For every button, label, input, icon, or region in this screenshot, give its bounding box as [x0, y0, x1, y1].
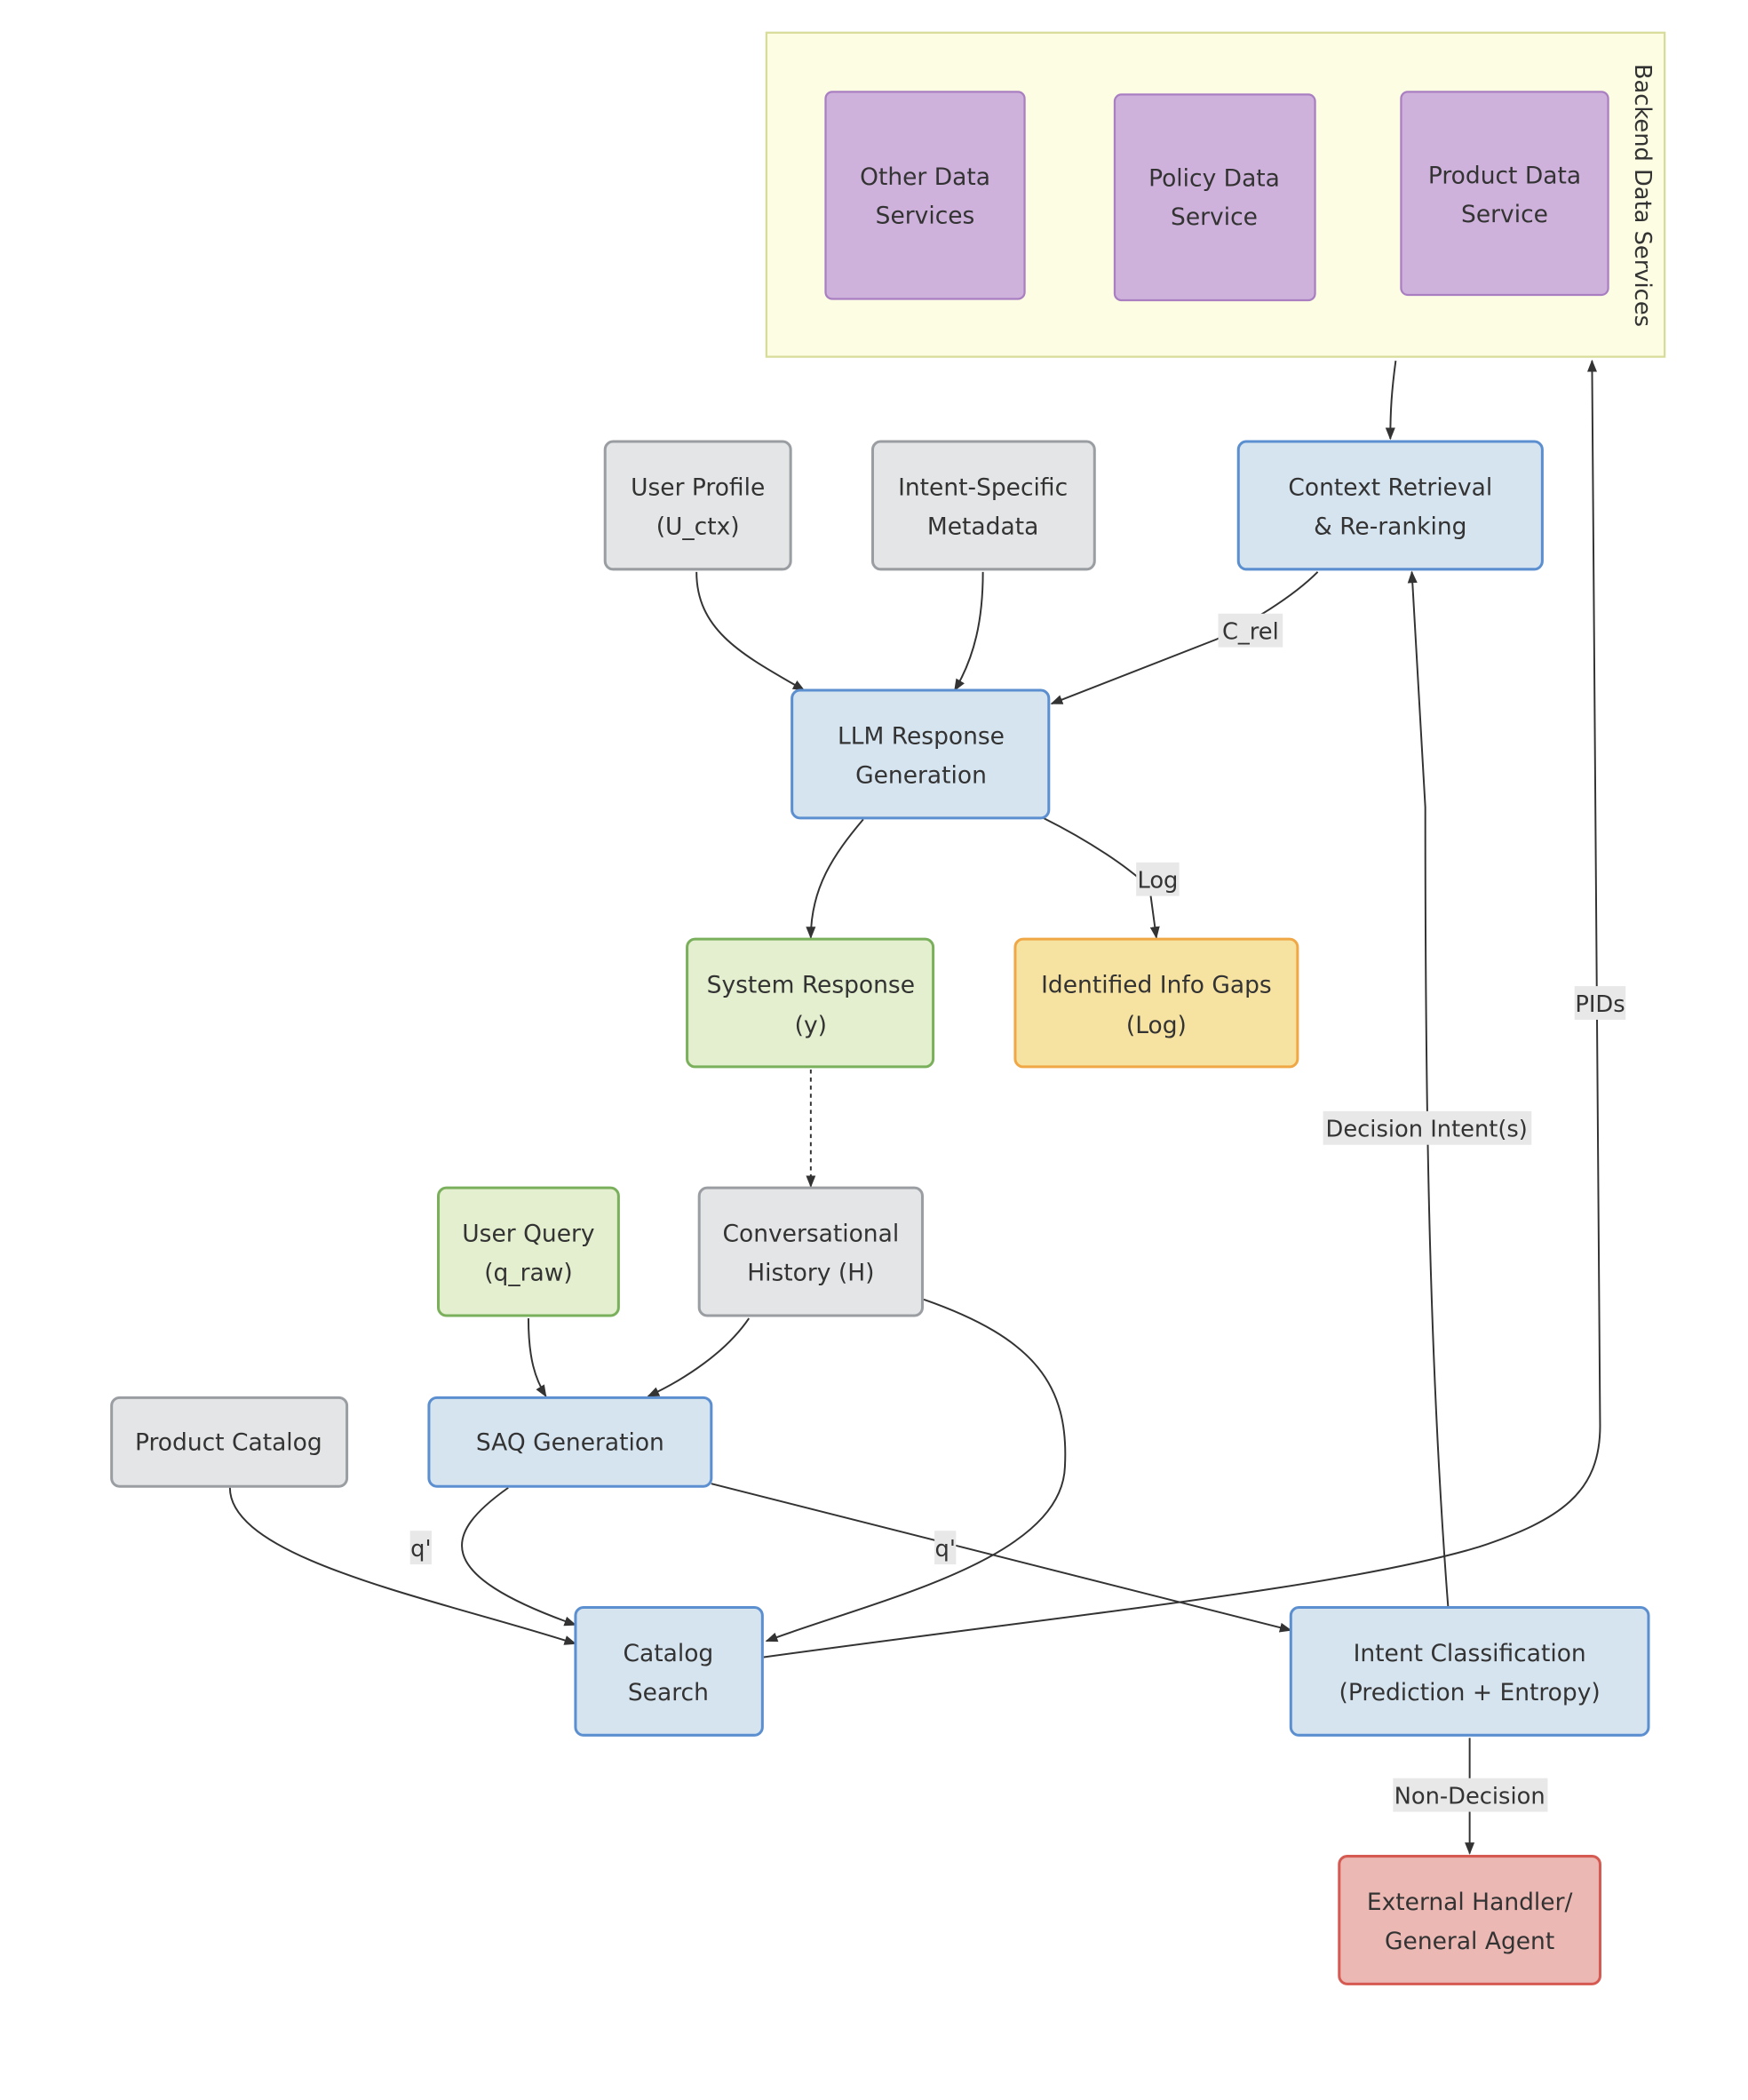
- intent-metadata-node[interactable]: Intent-Specific Metadata: [870, 440, 1096, 571]
- node-label: Intent-Specific: [898, 474, 1068, 502]
- node-label: LLM Response: [838, 723, 1005, 751]
- edge-label-q-prime-intent: q': [935, 1536, 956, 1563]
- edge-label-non-decision: Non-Decision: [1394, 1784, 1545, 1810]
- catalog-search-node[interactable]: Catalog Search: [574, 1605, 764, 1737]
- edge-history-to-saq: [647, 1317, 751, 1397]
- saq-generation-node[interactable]: SAQ Generation: [427, 1396, 713, 1488]
- edge-search-to-backend: [763, 359, 1601, 1659]
- user-profile-node[interactable]: User Profile (U_ctx): [603, 440, 792, 571]
- node-label: Search: [628, 1679, 709, 1706]
- edge-history-to-catalog-search: [765, 1298, 1067, 1643]
- llm-response-node[interactable]: LLM Response Generation: [791, 688, 1051, 820]
- node-label: Metadata: [927, 513, 1038, 540]
- node-label: Identified Info Gaps: [1041, 972, 1272, 999]
- context-retrieval-node[interactable]: Context Retrieval & Re-ranking: [1236, 440, 1544, 571]
- edge-labels: C_rel Log PIDs Decision Intent(s) q' q' …: [409, 613, 1626, 1812]
- node-label: (U_ctx): [656, 513, 740, 540]
- backend-data-services-group: Backend Data Services Other Data Service…: [765, 31, 1666, 358]
- node-label: Generation: [855, 762, 987, 790]
- node-label: Product Data: [1428, 162, 1581, 189]
- edge-profile-to-llm: [695, 571, 806, 691]
- node-label: Catalog: [624, 1640, 714, 1667]
- node-label: User Query: [462, 1221, 594, 1248]
- system-response-node[interactable]: System Response (y): [686, 937, 935, 1069]
- edge-saq-to-search: [461, 1486, 577, 1627]
- node-label: (Prediction + Entropy): [1339, 1679, 1601, 1706]
- external-handler-node[interactable]: External Handler/ General Agent: [1338, 1855, 1601, 1985]
- node-label: History (H): [747, 1260, 874, 1287]
- edge-label-q-prime-search: q': [410, 1536, 431, 1563]
- info-gaps-node[interactable]: Identified Info Gaps (Log): [1013, 937, 1299, 1069]
- policy-data-service-node[interactable]: Policy Data Service: [1113, 93, 1316, 302]
- node-label: User Profile: [631, 474, 765, 502]
- node-label: Services: [876, 203, 975, 230]
- edge-label-decision-intents: Decision Intent(s): [1326, 1117, 1528, 1143]
- node-label: Context Retrieval: [1288, 474, 1492, 502]
- node-label: System Response: [707, 972, 915, 999]
- edge-label-log: Log: [1137, 868, 1178, 895]
- intent-classification-node[interactable]: Intent Classification (Prediction + Entr…: [1289, 1605, 1650, 1737]
- edge-saq-to-intent: [711, 1483, 1292, 1633]
- node-label: Intent Classification: [1354, 1640, 1586, 1667]
- edge-llm-to-response: [806, 818, 864, 939]
- node-label: External Handler/: [1367, 1889, 1573, 1916]
- node-label: General Agent: [1385, 1928, 1554, 1955]
- product-catalog-node[interactable]: Product Catalog: [110, 1396, 349, 1488]
- edge-intent-to-context: [1407, 570, 1450, 1608]
- edge-metadata-to-llm: [953, 571, 984, 692]
- backend-group-title: Backend Data Services: [1629, 64, 1656, 327]
- node-label: (y): [795, 1012, 827, 1039]
- node-label: Policy Data: [1148, 164, 1280, 192]
- node-label: (q_raw): [484, 1260, 573, 1287]
- conversational-history-node[interactable]: Conversational History (H): [697, 1186, 925, 1317]
- edge-backend-to-context: [1385, 361, 1397, 441]
- node-label: Service: [1171, 203, 1258, 231]
- node-label: & Re-ranking: [1314, 513, 1466, 540]
- user-query-node[interactable]: User Query (q_raw): [437, 1186, 620, 1317]
- node-label: SAQ Generation: [476, 1428, 664, 1456]
- other-data-services-node[interactable]: Other Data Services: [824, 91, 1026, 300]
- node-label: Service: [1461, 201, 1548, 228]
- edge-query-to-saq: [527, 1318, 547, 1397]
- edge-product-catalog-to-search: [228, 1487, 577, 1645]
- node-label: Other Data: [860, 163, 990, 191]
- edge-label-c-rel: C_rel: [1222, 619, 1279, 646]
- node-label: (Log): [1126, 1012, 1187, 1039]
- node-label: Conversational: [723, 1221, 900, 1248]
- product-data-service-node[interactable]: Product Data Service: [1400, 91, 1609, 297]
- node-label: Product Catalog: [135, 1428, 322, 1456]
- edge-label-pids: PIDs: [1575, 991, 1625, 1018]
